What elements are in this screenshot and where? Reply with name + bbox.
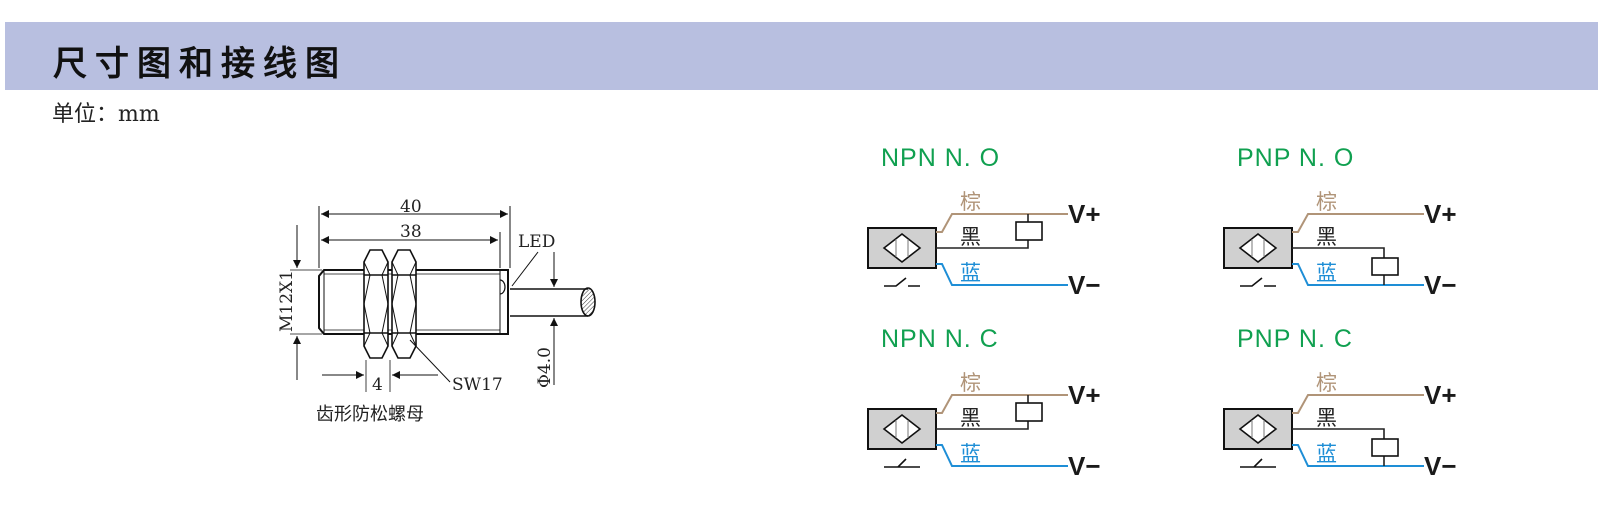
dim-cable-diameter: Φ4.0 [535, 347, 555, 388]
brown-wire-label: 棕 [1316, 371, 1337, 395]
dim-overall-length: 40 [400, 197, 422, 217]
sw-leader [409, 339, 451, 383]
vminus-label: V− [1068, 270, 1101, 300]
black-wire [1292, 428, 1385, 439]
wrench-size-label: SW17 [452, 375, 503, 395]
black-wire [1292, 247, 1385, 258]
load-relay [1371, 438, 1399, 457]
sensor-diamond-icon [882, 232, 922, 264]
dim-thread-length: 38 [400, 222, 422, 242]
wiring-title: PNP N. O [1237, 144, 1354, 172]
wiring-title: PNP N. C [1237, 325, 1353, 353]
black-wire-label: 黑 [960, 225, 981, 249]
nut-caption: 齿形防松螺母 [316, 404, 424, 425]
black-wire-label: 黑 [1316, 225, 1337, 249]
cable-end [580, 287, 596, 317]
black-wire [936, 421, 1029, 430]
wiring-diagram-npn-nc: NPN N. C 棕黑蓝 V+ V− [867, 325, 1101, 481]
wiring-title: NPN N. O [881, 144, 1000, 172]
brown-wire-label: 棕 [960, 190, 981, 214]
switch-nc-icon [1240, 458, 1276, 468]
dim-thread-spec: M12X1 [277, 270, 297, 332]
vminus-label: V− [1424, 451, 1457, 481]
load-relay [1371, 257, 1399, 276]
vplus-label: V+ [1068, 199, 1101, 229]
wiring-title: NPN N. C [881, 325, 999, 353]
vplus-label: V+ [1424, 380, 1457, 410]
blue-wire [936, 444, 1068, 467]
blue-wire-label: 蓝 [1316, 261, 1337, 285]
wiring-diagram-pnp-nc: PNP N. C 棕黑蓝 V+ V− [1223, 325, 1457, 481]
sensor-diamond-icon [1238, 232, 1278, 264]
section-banner: 尺寸图和接线图 [5, 22, 1598, 90]
wiring-diagram-npn-no: NPN N. O 棕黑蓝 V+ V− [867, 144, 1101, 300]
black-wire-label: 黑 [1316, 406, 1337, 430]
led-label: LED [518, 232, 555, 252]
wiring-diagram-pnp-no: PNP N. O 棕黑蓝 V+ V− [1223, 144, 1457, 300]
vplus-label: V+ [1424, 199, 1457, 229]
section-title: 尺寸图和接线图 [53, 44, 347, 84]
unit-label: 单位：mm [52, 102, 160, 127]
dim-nut-width: 4 [372, 375, 383, 395]
brown-wire-label: 棕 [1316, 190, 1337, 214]
sensor-diamond-icon [1238, 413, 1278, 445]
brown-wire-label: 棕 [960, 371, 981, 395]
brown-wire [936, 394, 1068, 414]
led-leader [511, 251, 539, 287]
switch-no-icon [1240, 277, 1276, 287]
blue-wire [1292, 263, 1424, 286]
blue-wire [936, 263, 1068, 286]
blue-wire-label: 蓝 [960, 442, 981, 466]
load-relay [1015, 221, 1043, 241]
blue-wire [1292, 444, 1424, 467]
vminus-label: V− [1068, 451, 1101, 481]
led-window [499, 279, 506, 295]
vminus-label: V− [1424, 270, 1457, 300]
nut [391, 249, 417, 359]
nut [363, 249, 389, 359]
blue-wire-label: 蓝 [960, 261, 981, 285]
switch-no-icon [884, 277, 920, 287]
brown-wire [1292, 213, 1424, 233]
vplus-label: V+ [1068, 380, 1101, 410]
sensor-diamond-icon [882, 413, 922, 445]
switch-nc-icon [884, 458, 920, 468]
brown-wire [936, 213, 1068, 233]
load-relay [1015, 402, 1043, 422]
black-wire-label: 黑 [960, 406, 981, 430]
blue-wire-label: 蓝 [1316, 442, 1337, 466]
brown-wire [1292, 394, 1424, 414]
black-wire [936, 240, 1029, 249]
